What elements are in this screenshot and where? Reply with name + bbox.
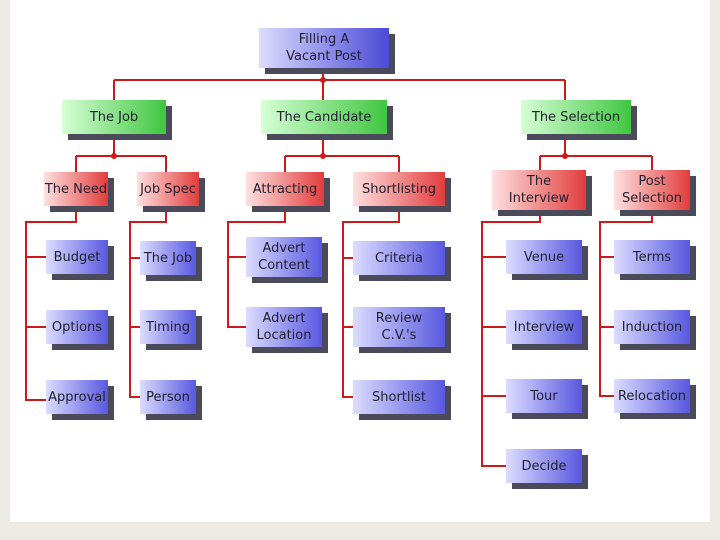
leaf-options: Options (46, 310, 108, 344)
leaf-interview: Interview (506, 310, 582, 344)
org-chart-canvas: Filling A Vacant Post The Job The Candid… (10, 0, 710, 522)
root-node: Filling A Vacant Post (259, 28, 389, 68)
leaf-approval: Approval (46, 380, 108, 414)
subgroup-shortlisting: Shortlisting (353, 172, 445, 206)
group-the-selection: The Selection (521, 100, 631, 134)
group-the-candidate: The Candidate (261, 100, 387, 134)
leaf-relocation: Relocation (614, 379, 690, 413)
leaf-timing: Timing (140, 310, 196, 344)
leaf-advert-location: Advert Location (246, 307, 322, 347)
leaf-review-cvs: Review C.V.'s (353, 307, 445, 347)
leaf-decide: Decide (506, 449, 582, 483)
leaf-budget: Budget (46, 240, 108, 274)
group-the-job: The Job (62, 100, 166, 134)
leaf-the-job: The Job (140, 241, 196, 275)
leaf-advert-content: Advert Content (246, 237, 322, 277)
leaf-tour: Tour (506, 379, 582, 413)
leaf-shortlist: Shortlist (353, 380, 445, 414)
leaf-terms: Terms (614, 240, 690, 274)
subgroup-post-selection: Post Selection (614, 170, 690, 210)
connector-lines (25, 66, 653, 467)
leaf-venue: Venue (506, 240, 582, 274)
leaf-criteria: Criteria (353, 241, 445, 275)
leaf-person: Person (140, 380, 196, 414)
leaf-induction: Induction (614, 310, 690, 344)
subgroup-the-need: The Need (44, 172, 108, 206)
subgroup-attracting: Attracting (246, 172, 324, 206)
subgroup-job-spec: Job Spec (137, 172, 199, 206)
subgroup-the-interview: The Interview (492, 170, 586, 210)
